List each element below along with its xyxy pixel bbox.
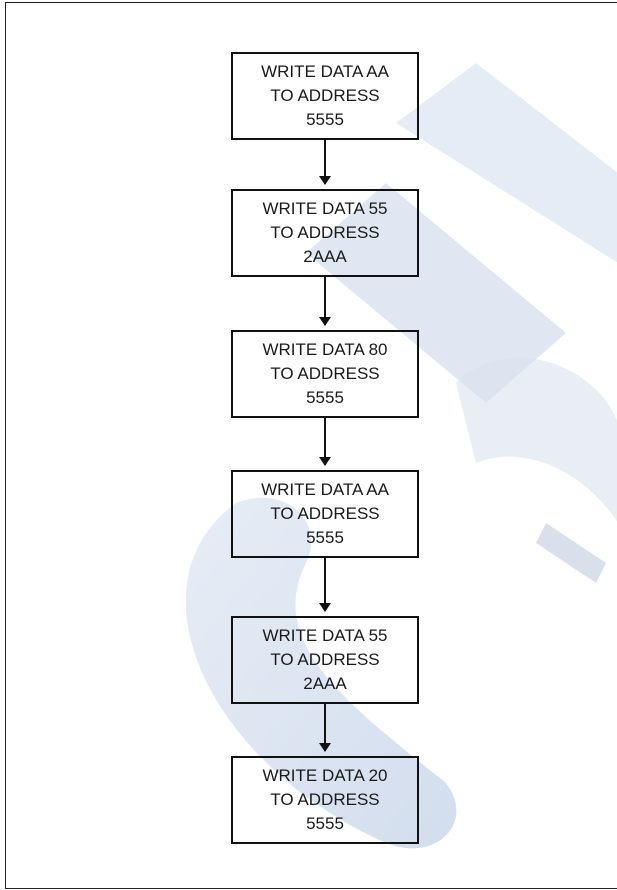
flowchart-step-6: WRITE DATA 20 TO ADDRESS 5555: [231, 756, 419, 844]
step-2-line-2: TO ADDRESS: [270, 223, 380, 242]
step-1-line-2: TO ADDRESS: [270, 86, 380, 105]
diagram-frame: WRITE DATA AA TO ADDRESS 5555 WRITE DATA…: [5, 2, 617, 889]
step-4-line-3: 5555: [306, 528, 344, 547]
flowchart-step-4: WRITE DATA AA TO ADDRESS 5555: [231, 470, 419, 558]
step-4-line-2: TO ADDRESS: [270, 504, 380, 523]
step-6-line-1: WRITE DATA 20: [262, 766, 388, 785]
flowchart-step-2: WRITE DATA 55 TO ADDRESS 2AAA: [231, 189, 419, 277]
step-5-line-3: 2AAA: [303, 674, 347, 693]
flowchart-step-1: WRITE DATA AA TO ADDRESS 5555: [231, 52, 419, 140]
step-6-line-3: 5555: [306, 814, 344, 833]
step-5-line-1: WRITE DATA 55: [262, 626, 388, 645]
step-6-line-2: TO ADDRESS: [270, 790, 380, 809]
flowchart-step-3: WRITE DATA 80 TO ADDRESS 5555: [231, 330, 419, 418]
step-3-line-1: WRITE DATA 80: [262, 340, 388, 359]
step-2-line-1: WRITE DATA 55: [262, 199, 388, 218]
flow-arrow-1: [319, 140, 331, 185]
step-2-line-3: 2AAA: [303, 247, 347, 266]
step-3-line-2: TO ADDRESS: [270, 364, 380, 383]
step-1-line-3: 5555: [306, 110, 344, 129]
flow-arrow-4: [319, 558, 331, 612]
step-3-line-3: 5555: [306, 388, 344, 407]
step-4-line-1: WRITE DATA AA: [261, 480, 389, 499]
flow-arrow-5: [319, 704, 331, 752]
step-5-line-2: TO ADDRESS: [270, 650, 380, 669]
step-1-line-1: WRITE DATA AA: [261, 62, 389, 81]
flowchart-step-5: WRITE DATA 55 TO ADDRESS 2AAA: [231, 616, 419, 704]
flow-arrow-3: [319, 418, 331, 466]
flow-arrow-2: [319, 277, 331, 326]
